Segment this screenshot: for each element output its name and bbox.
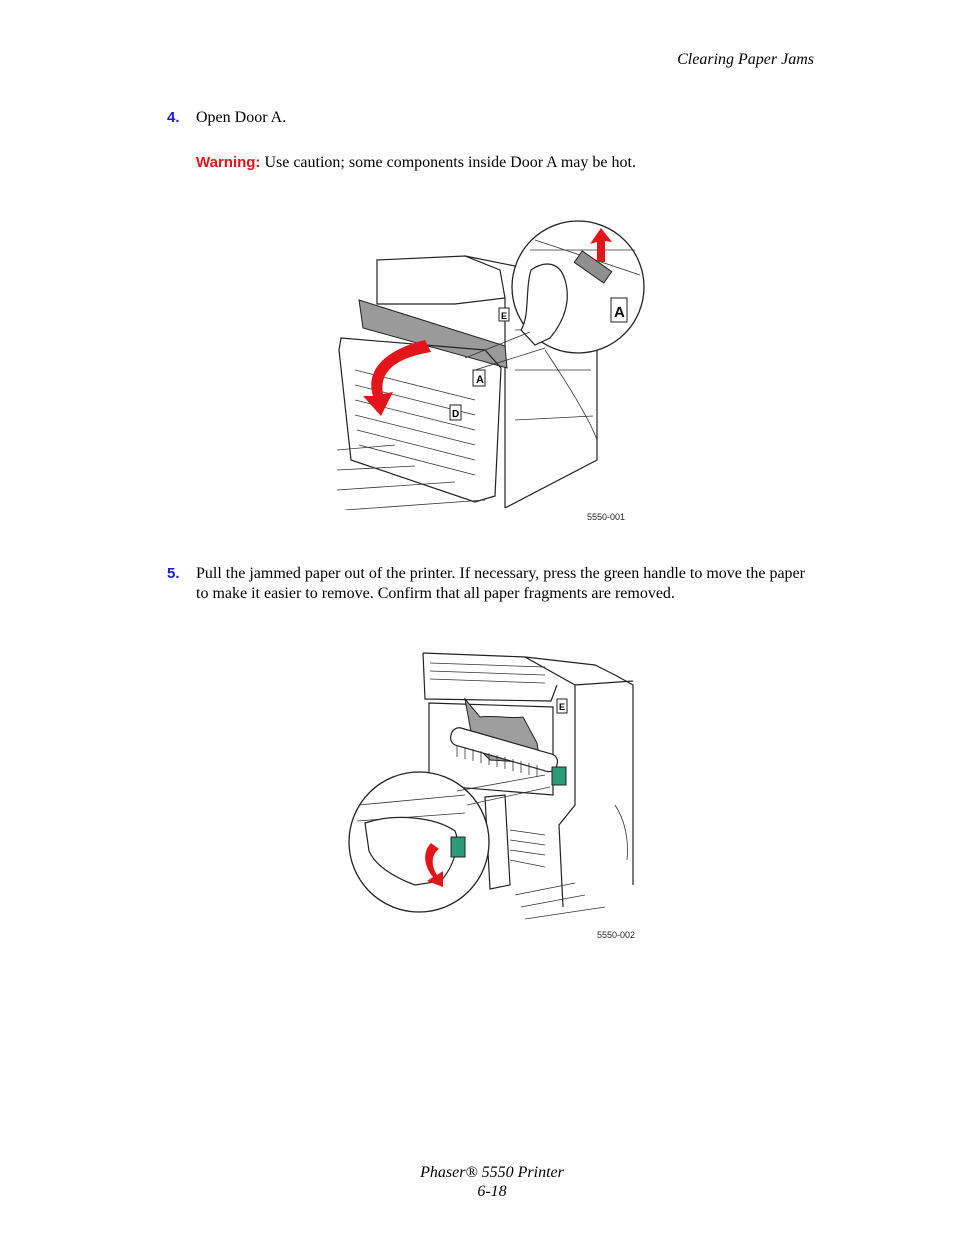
page-number: 6-18 [477,1183,507,1200]
press-arrow-icon [425,843,443,887]
printer-door-a-illustration: A D E A [336,220,645,511]
figure-caption: 5550-002 [597,930,636,940]
door-label-e: E [501,311,507,321]
roller [449,727,559,773]
warning-label: Warning: [196,154,261,171]
figure-caption: 5550-001 [587,512,626,522]
door-label-a-zoom: A [614,304,625,321]
printer-jam-illustration: E [348,652,634,920]
warning-text: Use caution; some components inside Door… [264,154,636,171]
step-number: 4. [167,109,180,126]
door-label-e: E [559,702,565,712]
green-handle-icon [551,766,567,786]
page-footer: Phaser® 5550 Printer 6-18 [0,1163,954,1201]
open-arrow-icon [363,340,431,416]
step-number: 5. [167,565,180,582]
warning-note: Warning: Use caution; some components in… [196,154,636,172]
step-5: 5. Pull the jammed paper out of the prin… [167,564,817,604]
figure-open-door-a: A D E A [335,220,647,515]
step-4: 4. Open Door A. [167,108,817,128]
running-header: Clearing Paper Jams [677,51,814,68]
hand-icon [520,263,568,346]
figure-remove-jammed-paper: E [345,645,637,935]
green-handle-zoom-icon [450,836,466,858]
door-label-a: A [476,374,484,386]
step-text: Pull the jammed paper out of the printer… [196,565,805,602]
step-text: Open Door A. [196,109,287,126]
lift-arrow-icon [590,228,612,262]
footer-product: Phaser® 5550 Printer [420,1164,564,1181]
door-label-d: D [452,409,459,420]
